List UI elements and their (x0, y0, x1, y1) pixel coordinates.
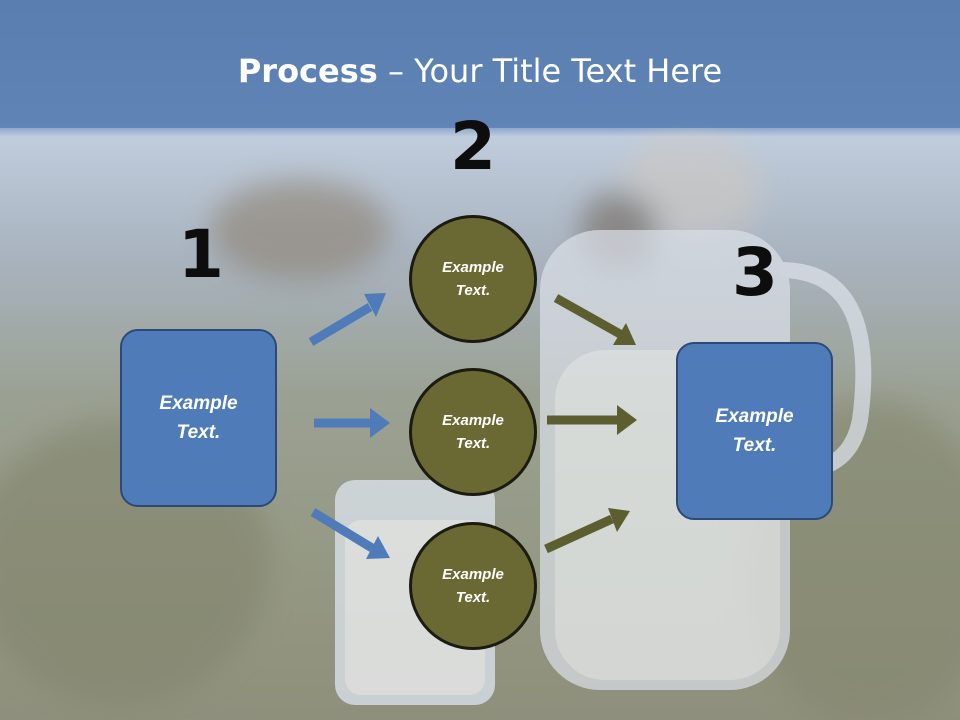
olive-arrow-right (547, 405, 637, 435)
circle-bottom-text: Example Text. (442, 566, 504, 606)
circle-middle-text: Example Text. (442, 412, 504, 452)
step-2-circle-top[interactable]: Example Text. (409, 215, 537, 343)
blue-arrow-right (314, 408, 390, 438)
step-number-1: 1 (178, 216, 224, 293)
circle-top-text: Example Text. (442, 259, 504, 299)
olive-arrow-down (553, 294, 636, 345)
step-number-2: 2 (450, 108, 496, 185)
step-2-circle-bottom[interactable]: Example Text. (409, 522, 537, 650)
step-1-box[interactable]: Example Text. (120, 329, 277, 507)
blue-arrow-up (308, 293, 386, 346)
olive-arrow-up (544, 508, 630, 554)
step-2-circle-middle[interactable]: Example Text. (409, 368, 537, 496)
step-1-text: Example Text. (159, 393, 238, 443)
title-rest: – Your Title Text Here (377, 52, 723, 90)
step-number-3: 3 (732, 234, 778, 311)
title-bold: Process (237, 52, 378, 90)
blue-arrow-down (310, 508, 390, 559)
step-3-box[interactable]: Example Text. (676, 342, 833, 520)
step-3-text: Example Text. (715, 406, 794, 456)
slide-title: Process – Your Title Text Here (0, 52, 960, 90)
